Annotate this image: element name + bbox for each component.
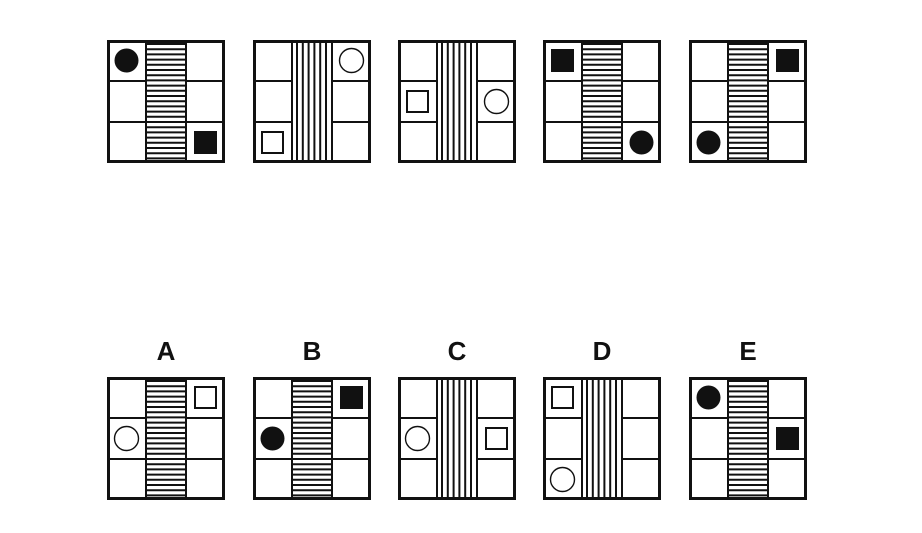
vertical-stripes [441,377,472,500]
tile-graphic [398,377,516,500]
tile-graphic [107,40,225,163]
grid-lines [253,377,371,500]
question-tile-2 [253,40,371,163]
tile-graphic [689,40,807,163]
horizontal-stripes [146,43,186,160]
horizontal-stripes [292,380,332,497]
black-circle-shape [629,130,654,155]
tile-graphic [253,377,371,500]
tile-graphic [689,377,807,500]
option-label-e: E [739,336,757,366]
white-square-shape [194,386,217,409]
tile-graphic [107,377,225,500]
white-circle-shape [404,425,431,452]
white-circle-shape [483,88,510,115]
grid-lines [543,377,661,500]
vertical-stripes [441,40,472,163]
grid-lines [543,40,661,163]
option-tile-a[interactable] [107,377,225,500]
tile-graphic [543,377,661,500]
option-label-a: A [156,336,176,366]
black-square-shape [776,427,799,450]
black-circle-shape [696,385,721,410]
black-square-shape [776,49,799,72]
black-square-shape [194,131,217,154]
grid-lines [107,40,225,163]
tile-graphic [253,40,371,163]
horizontal-stripes [146,380,186,497]
grid-lines [689,40,807,163]
white-circle-shape [549,466,576,493]
option-tile-b[interactable] [253,377,371,500]
option-tile-d[interactable] [543,377,661,500]
vertical-stripes [586,377,617,500]
question-tile-4 [543,40,661,163]
grid-lines [398,377,516,500]
white-square-shape [551,386,574,409]
option-label-b: B [302,336,322,366]
option-label-c: C [447,336,467,366]
grid-lines [107,377,225,500]
horizontal-stripes [582,43,622,160]
option-tile-e[interactable] [689,377,807,500]
black-circle-shape [260,426,285,451]
horizontal-stripes [728,380,768,497]
option-tile-c[interactable] [398,377,516,500]
black-square-shape [340,386,363,409]
black-circle-shape [114,48,139,73]
tile-graphic [543,40,661,163]
white-square-shape [261,131,284,154]
question-tile-5 [689,40,807,163]
question-tile-3 [398,40,516,163]
horizontal-stripes [728,43,768,160]
grid-lines [398,40,516,163]
grid-lines [253,40,371,163]
white-square-shape [485,427,508,450]
option-label-d: D [592,336,612,366]
white-circle-shape [113,425,140,452]
black-square-shape [551,49,574,72]
black-circle-shape [696,130,721,155]
white-square-shape [406,90,429,113]
white-circle-shape [338,47,365,74]
vertical-stripes [296,40,327,163]
grid-lines [689,377,807,500]
tile-graphic [398,40,516,163]
question-tile-1 [107,40,225,163]
